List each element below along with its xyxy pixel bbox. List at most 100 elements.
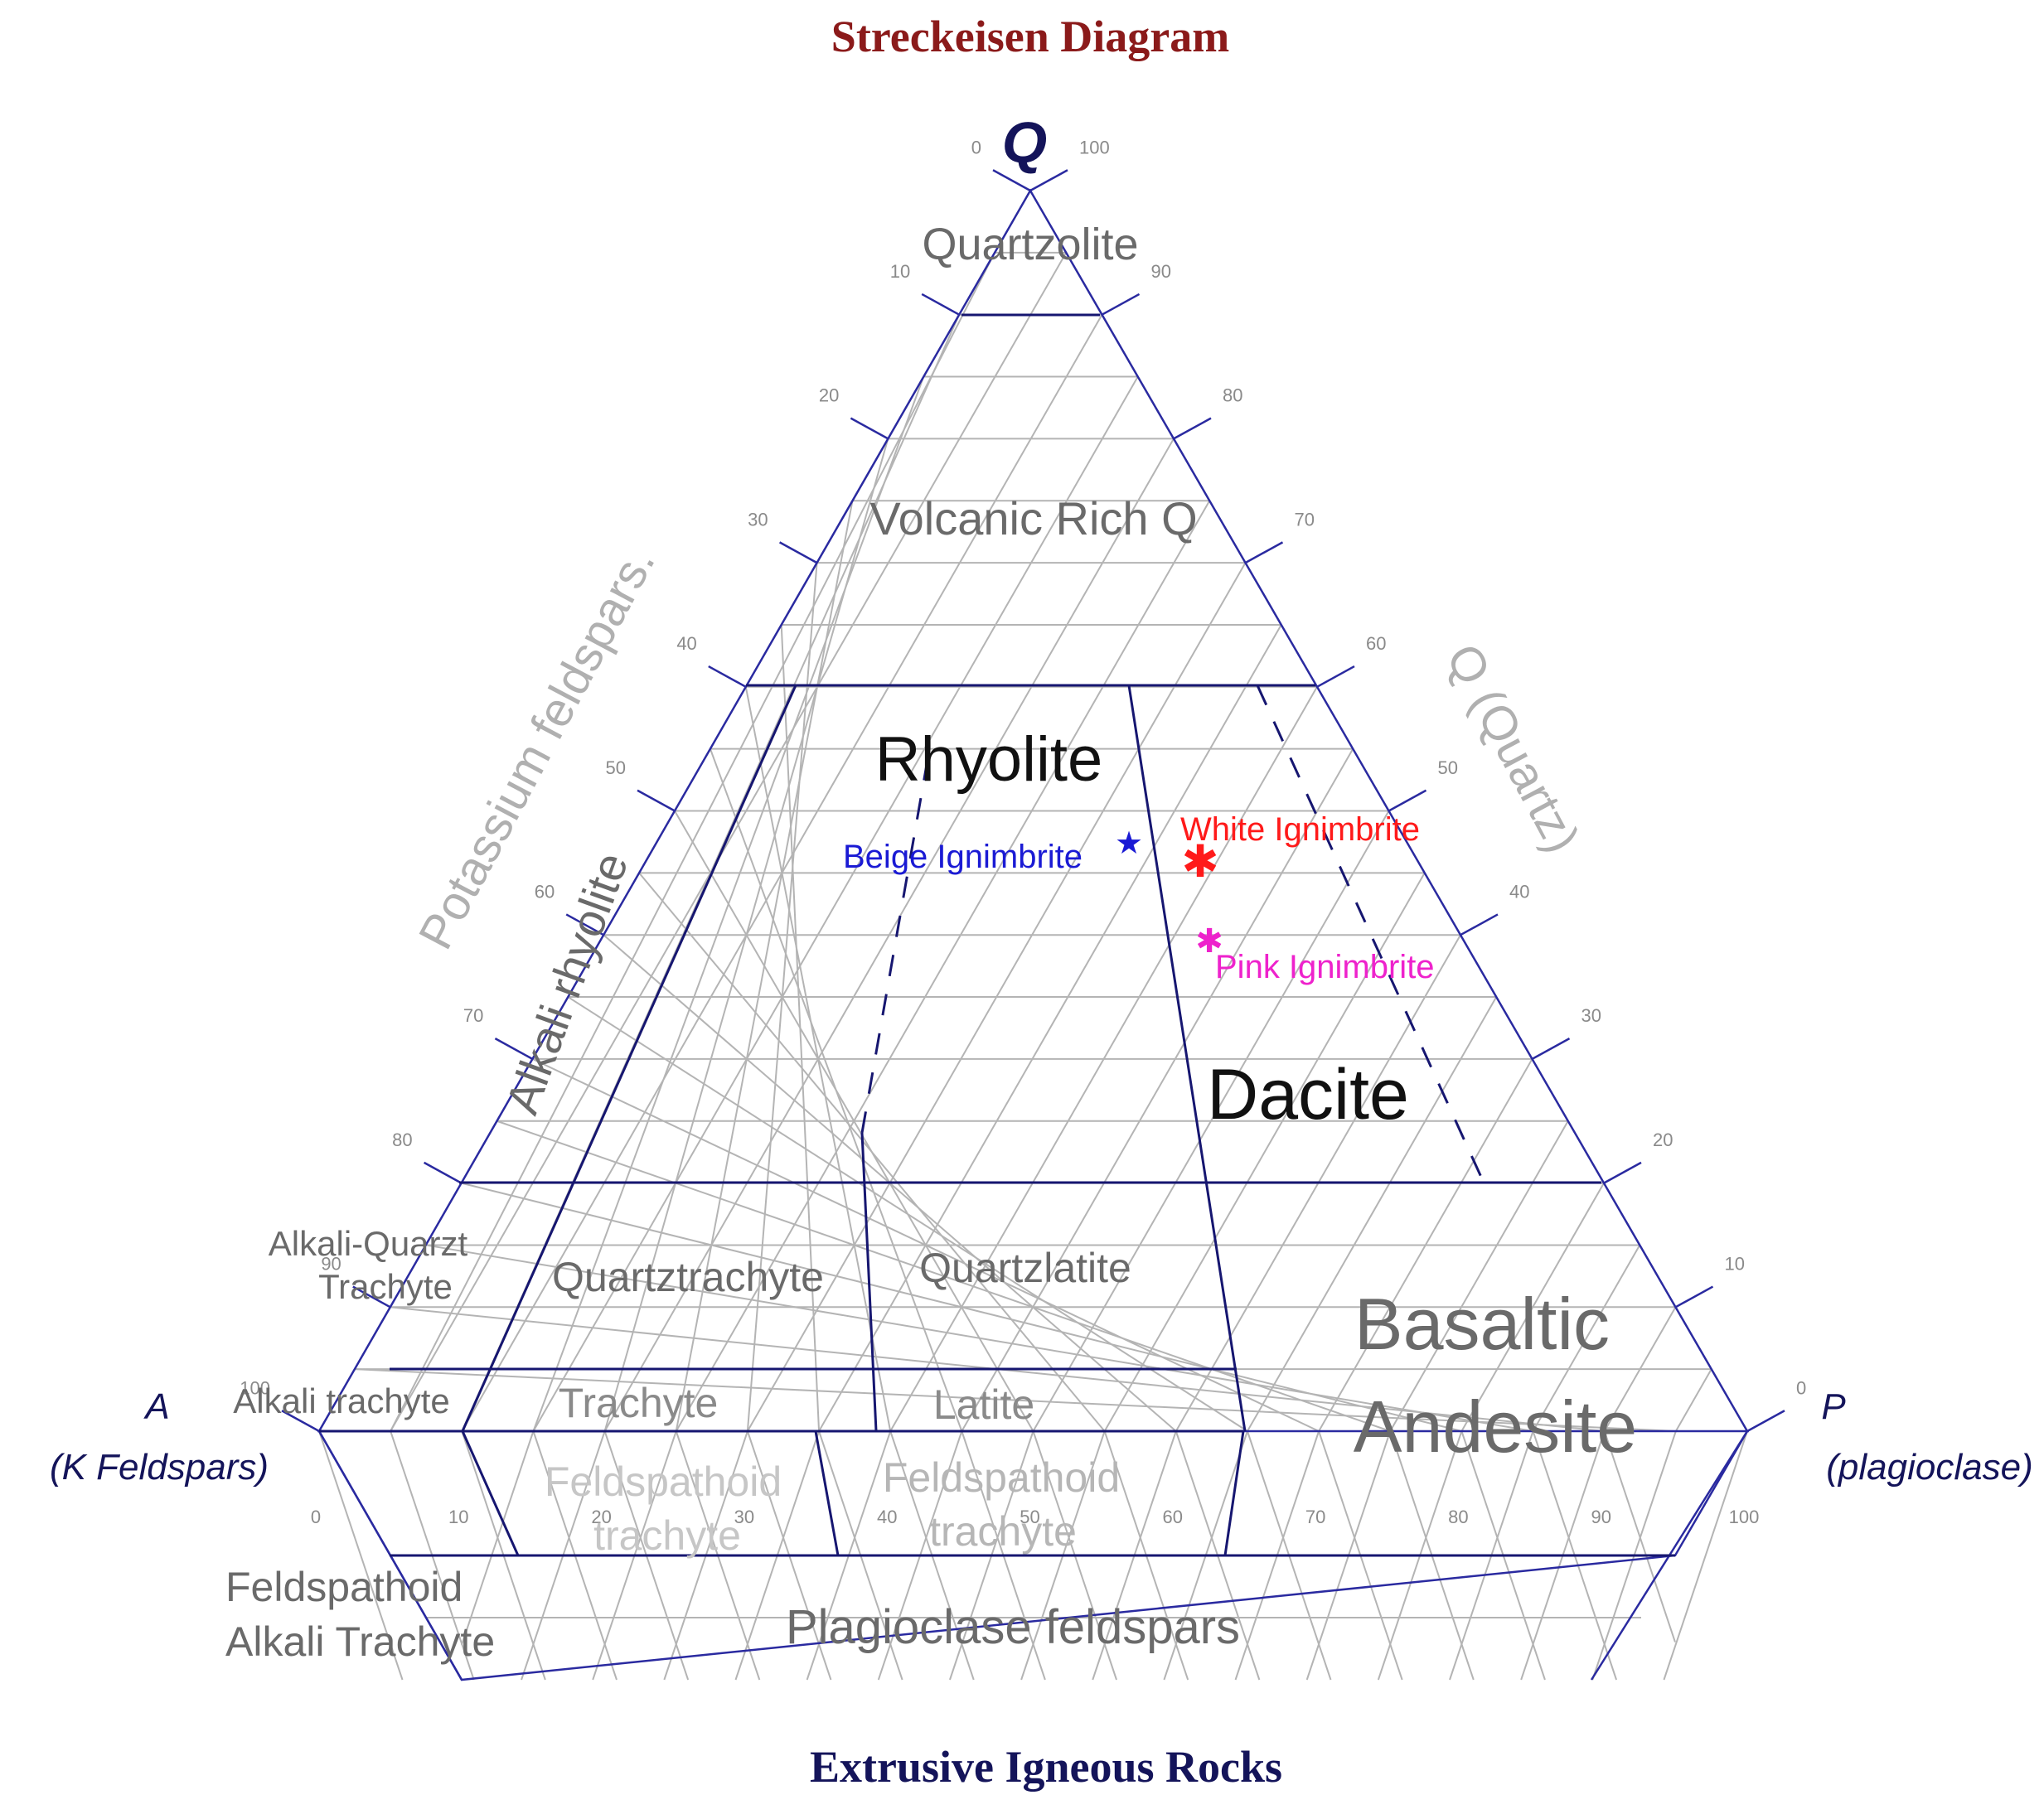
side-label-plagioclase: Plagioclase feldspars bbox=[786, 1600, 1240, 1654]
beige-ignimbrite-label: Beige Ignimbrite bbox=[843, 839, 1083, 875]
tick-left bbox=[992, 169, 1031, 192]
tick-right bbox=[1244, 541, 1284, 564]
tick-label-bottom: 100 bbox=[1729, 1507, 1760, 1527]
grid-line-a bbox=[1389, 1120, 1569, 1432]
tick-label-right: 80 bbox=[1223, 385, 1242, 406]
tick-left bbox=[637, 789, 676, 812]
grid-line-a bbox=[1247, 996, 1498, 1432]
tick-label-left: 70 bbox=[463, 1005, 483, 1026]
tick-left bbox=[494, 1038, 534, 1060]
diagram-footer: Extrusive Igneous Rocks bbox=[810, 1742, 1282, 1792]
tick-label-right: 50 bbox=[1438, 757, 1458, 778]
field-feldspathoid-trachyte-2b: trachyte bbox=[929, 1508, 1077, 1555]
tick-label-right: 30 bbox=[1581, 1005, 1601, 1026]
tick-label-right: 40 bbox=[1509, 881, 1529, 902]
field-alkali-quartz-trachyte-2: Trachyte bbox=[318, 1267, 453, 1306]
tick-label-left: 100 bbox=[240, 1377, 270, 1398]
tick-left bbox=[423, 1161, 463, 1184]
tick-label-bottom: 10 bbox=[448, 1507, 468, 1527]
grid-line-p bbox=[354, 1368, 1676, 1432]
tick-right bbox=[1316, 665, 1355, 688]
grid-line-p bbox=[638, 872, 1106, 1432]
field-feldspathoid-alkali-trachyte-2: Alkali Trachyte bbox=[225, 1618, 495, 1665]
white-ignimbrite-label: White Ignimbrite bbox=[1180, 811, 1420, 848]
boundary-alkali-rhyolite bbox=[461, 685, 797, 1432]
tick-label-left: 80 bbox=[392, 1130, 412, 1150]
tick-label-right: 60 bbox=[1366, 633, 1386, 654]
tick-right bbox=[1101, 293, 1141, 316]
boundary-dacite-dashed bbox=[1256, 685, 1485, 1183]
boundary-rhyolite-dashed bbox=[860, 745, 932, 1134]
white-ignimbrite-marker: ✱ bbox=[1181, 837, 1218, 887]
field-feldspathoid-trachyte-1b: trachyte bbox=[593, 1512, 741, 1559]
grid-line-p bbox=[496, 1120, 1391, 1432]
field-rhyolite: Rhyolite bbox=[875, 724, 1103, 795]
tick-left bbox=[921, 293, 960, 316]
tick-left bbox=[708, 665, 747, 688]
tick-right bbox=[1460, 913, 1499, 936]
vertex-p-sublabel: (plagioclase) bbox=[1826, 1447, 2032, 1488]
grid-line-a bbox=[1532, 1244, 1641, 1432]
boundary-feldspathoid-1 bbox=[461, 1430, 520, 1556]
vertex-p-label: P bbox=[1821, 1386, 1846, 1427]
boundary-feldspathoid-3 bbox=[1223, 1430, 1245, 1556]
tick-label-bottom: 40 bbox=[877, 1507, 897, 1527]
field-quartzolite: Quartzolite bbox=[922, 220, 1138, 269]
tick-label-bottom: 20 bbox=[591, 1507, 611, 1527]
boundary-rhyolite-split bbox=[860, 1132, 878, 1432]
field-quartztrachyte: Quartztrachyte bbox=[552, 1254, 824, 1300]
field-feldspathoid-alkali-trachyte-1: Feldspathoid bbox=[225, 1564, 463, 1610]
grid-line-a bbox=[961, 748, 1354, 1432]
grid-line-a bbox=[1103, 872, 1426, 1432]
tick-right bbox=[1173, 417, 1212, 440]
tick-label-right: 70 bbox=[1295, 509, 1315, 530]
field-latite: Latite bbox=[933, 1381, 1034, 1428]
grid-line-a bbox=[532, 376, 1139, 1432]
field-andesite: Andesite bbox=[1354, 1386, 1637, 1468]
grid-line-a bbox=[818, 624, 1282, 1432]
tick-right bbox=[1531, 1038, 1571, 1060]
grid-line-p bbox=[425, 1244, 1533, 1432]
diagram-title: Streckeisen Diagram bbox=[831, 12, 1229, 61]
tick-label-bottom: 50 bbox=[1020, 1507, 1039, 1527]
tick-label-right: 90 bbox=[1151, 261, 1171, 282]
field-alkali-rhyolite: Alkali rhyolite bbox=[496, 846, 638, 1121]
tick-label-right: 10 bbox=[1725, 1254, 1745, 1275]
field-alkali-trachyte: Alkali trachyte bbox=[233, 1381, 449, 1420]
tick-left bbox=[281, 1410, 320, 1433]
tick-label-bottom: 60 bbox=[1163, 1507, 1183, 1527]
tick-label-bottom: 90 bbox=[1591, 1507, 1610, 1527]
tick-left bbox=[778, 541, 818, 564]
tick-right bbox=[1388, 789, 1427, 812]
tick-label-left: 30 bbox=[748, 509, 768, 530]
tick-right bbox=[1674, 1285, 1714, 1309]
tick-left bbox=[565, 913, 604, 936]
field-alkali-quartz-trachyte-1: Alkali-Quarzt bbox=[269, 1224, 468, 1263]
vertex-a-label: A bbox=[143, 1386, 169, 1427]
boundary-feldspathoid-2 bbox=[814, 1430, 840, 1556]
pink-ignimbrite-label: Pink Ignimbrite bbox=[1215, 949, 1435, 985]
field-basaltic: Basaltic bbox=[1354, 1283, 1610, 1365]
tick-label-left: 10 bbox=[890, 261, 910, 282]
tick-label-left: 20 bbox=[819, 385, 839, 406]
tick-label-left: 90 bbox=[321, 1254, 341, 1275]
tick-label-left: 0 bbox=[971, 137, 981, 157]
grid-line-lower bbox=[461, 1430, 535, 1646]
tick-label-left: 40 bbox=[676, 633, 696, 654]
field-boundaries bbox=[319, 313, 1675, 1557]
boundary-rhyolite-dacite bbox=[1127, 685, 1247, 1432]
grid-line-lower bbox=[1663, 1430, 1748, 1681]
tick-right bbox=[1603, 1161, 1642, 1184]
vertex-a-sublabel: (K Feldspars) bbox=[50, 1447, 269, 1488]
tick-right bbox=[1029, 169, 1068, 192]
tick-label-right: 20 bbox=[1653, 1130, 1673, 1150]
sample-points: ✱ White Ignimbrite ★ Beige Ignimbrite ✱ … bbox=[843, 811, 1435, 985]
grid-line-a bbox=[390, 252, 1068, 1432]
field-feldspathoid-trachyte-2a: Feldspathoid bbox=[883, 1454, 1120, 1501]
tick-left bbox=[850, 417, 889, 440]
beige-ignimbrite-marker: ★ bbox=[1115, 826, 1143, 861]
field-trachyte: Trachyte bbox=[559, 1380, 719, 1426]
side-label-quartz: Q (Quartz) bbox=[1436, 636, 1590, 861]
